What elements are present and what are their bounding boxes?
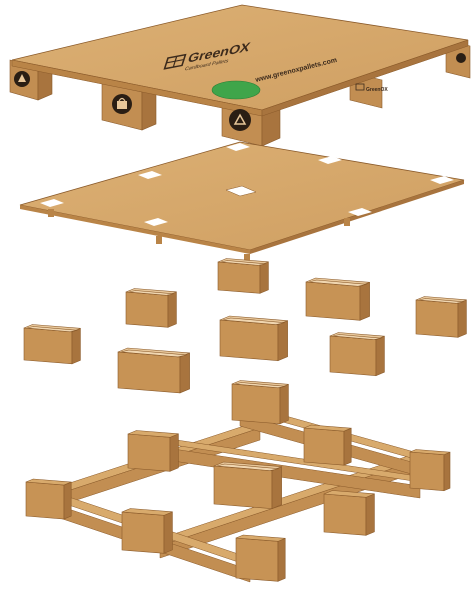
base-block xyxy=(304,425,351,465)
shopping-bag-icon xyxy=(112,94,132,114)
slip-sheet xyxy=(20,142,464,262)
base-block xyxy=(236,535,285,581)
blocks xyxy=(24,259,466,393)
base-block xyxy=(214,462,282,509)
base-block xyxy=(324,491,374,536)
block-box xyxy=(218,259,268,294)
block-box xyxy=(416,297,466,338)
base-block xyxy=(410,450,450,491)
base-block xyxy=(128,431,178,472)
recycle-icon xyxy=(229,109,251,131)
block-box xyxy=(118,348,190,393)
rocket-icon xyxy=(14,71,30,87)
base-block xyxy=(26,479,71,519)
base-block xyxy=(122,509,172,554)
base-block xyxy=(232,381,288,424)
side-brand-label: GreenOX xyxy=(366,87,388,93)
top-deck: GreenOX Cardboard Pallets www.greenoxpal… xyxy=(10,5,470,146)
eco-badge xyxy=(212,81,260,99)
block-box xyxy=(24,325,80,364)
recycle-icon xyxy=(456,53,466,63)
block-box xyxy=(126,289,176,328)
block-box xyxy=(330,333,384,376)
block-box xyxy=(220,316,288,361)
block-box xyxy=(306,278,370,320)
